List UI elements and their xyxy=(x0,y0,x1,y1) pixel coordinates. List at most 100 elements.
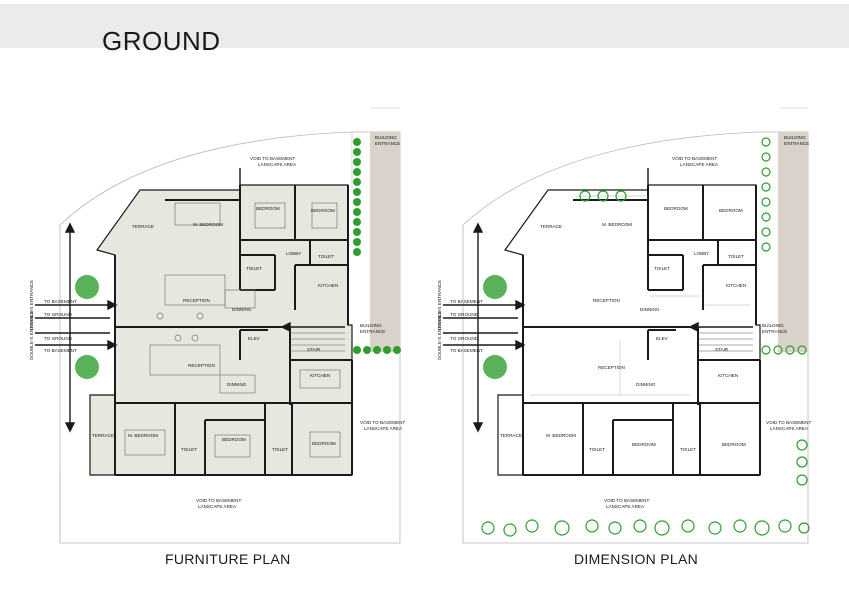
labels-right: VOID TO BASEMENT LANSCAPE AREA TERRACE M… xyxy=(437,135,811,509)
label-entrance-2: ENTRANCE xyxy=(360,329,385,334)
label-kitchen-1-r: KITCHEN xyxy=(726,283,746,288)
label-double-entrance-2-r: DOUBLE-S ENTRANCE xyxy=(437,310,442,360)
label-lobby-r: LOBBY xyxy=(694,251,709,256)
label-reception-2-r: RECEPTION xyxy=(598,365,625,370)
label-reception-2: RECEPTION xyxy=(188,363,215,368)
building-footprint-right xyxy=(497,184,761,476)
label-to-basement-2: TO BASEMENT xyxy=(44,348,77,353)
furniture-left xyxy=(124,202,341,458)
label-toilet-4-r: TOILET xyxy=(680,447,696,452)
hedge-left xyxy=(353,138,401,354)
tree-icon xyxy=(483,275,507,379)
label-bedroom-3: BEDROOM xyxy=(222,437,246,442)
page-title: GROUND xyxy=(102,26,221,56)
dimension-lines xyxy=(530,195,750,396)
label-m-bedroom-top: M. BEDROOM xyxy=(193,222,223,227)
label-landscape-side-r: LANSCAPE AREA xyxy=(770,426,809,431)
label-to-basement-1-r: TO BASEMENT xyxy=(450,299,483,304)
site-boundary xyxy=(59,131,401,544)
label-terrace-bottom-r: TERRACE xyxy=(500,433,522,438)
label-dinning-1: DINNING xyxy=(232,307,252,312)
label-dinning-1-r: DINNING xyxy=(640,307,660,312)
tree-row-bottom xyxy=(481,519,810,537)
label-double-entrance-2: DOUBLE-S ENTRANCE xyxy=(29,310,34,360)
label-double-entrance-1: DOUBLE-S ENTRANCE xyxy=(29,280,34,330)
label-m-bedroom-top-r: M. BEDROOM xyxy=(602,222,632,227)
label-bedroom-2: BEDROOM xyxy=(311,208,335,213)
label-bedroom-4-r: BEDROOM xyxy=(722,442,746,447)
label-reception-1: RECEPTION xyxy=(183,298,210,303)
label-elev: ELEV xyxy=(248,336,261,341)
furniture-plan: VOID TO BASEMENT LANSCAPE AREA TERRACE M… xyxy=(29,107,405,544)
label-reception-1-r: RECEPTION xyxy=(593,298,620,303)
label-to-ground-1-r: TO GROUND xyxy=(450,312,479,317)
label-m-bedroom-bottom-r: M. BEDROOM xyxy=(546,433,576,438)
label-m-bedroom-bottom: M. BEDROOM xyxy=(128,433,158,438)
label-building-2-r: BUILDING xyxy=(762,323,784,328)
title-bar: GROUND xyxy=(0,4,849,56)
walls-right xyxy=(522,185,761,476)
label-bedroom-4: BEDROOM xyxy=(312,441,336,446)
caption-furniture-plan: FURNITURE PLAN xyxy=(165,551,291,567)
label-bedroom-1: BEDROOM xyxy=(256,206,280,211)
label-bedroom-1-r: BEDROOM xyxy=(664,206,688,211)
label-lobby: LOBBY xyxy=(286,251,301,256)
label-kitchen-2: KITCHEN xyxy=(310,373,330,378)
label-to-ground-1: TO GROUND xyxy=(44,312,73,317)
label-void-side-r: VOID TO BASEMENT xyxy=(766,420,811,425)
stair-left xyxy=(290,332,345,352)
label-bedroom-2-r: BEDROOM xyxy=(719,208,743,213)
access-road-right xyxy=(778,132,808,352)
stair-right xyxy=(698,332,753,352)
label-landscape-bottom: LANSCAPE AREA xyxy=(198,504,237,509)
label-void-bottom-r: VOID TO BASEMENT xyxy=(604,498,649,503)
label-entrance-1-r: ENTRANCE xyxy=(784,141,809,146)
label-to-basement-2-r: TO BASEMENT xyxy=(450,348,483,353)
label-double-entrance-1-r: DOUBLE-S ENTRANCE xyxy=(437,280,442,330)
label-void-top-r: VOID TO BASEMENT xyxy=(672,156,717,161)
label-building-1: BUILDING xyxy=(375,135,397,140)
entrance-arrows-left xyxy=(35,168,345,433)
hedge-right xyxy=(579,137,808,486)
label-entrance-2-r: ENTRANCE xyxy=(762,329,787,334)
label-to-basement-1: TO BASEMENT xyxy=(44,299,77,304)
label-toilet-4: TOILET xyxy=(272,447,288,452)
label-toilet-1: TOILET xyxy=(318,254,334,259)
labels-left: VOID TO BASEMENT LANSCAPE AREA TERRACE M… xyxy=(29,135,405,509)
label-stair: STAIR xyxy=(307,347,321,352)
label-void-side: VOID TO BASEMENT xyxy=(360,420,405,425)
label-elev-r: ELEV xyxy=(656,336,669,341)
label-landscape-top: LANSCAPE AREA xyxy=(258,162,297,167)
building-footprint xyxy=(89,184,353,476)
caption-dimension-plan: DIMENSION PLAN xyxy=(574,551,698,567)
label-entrance-1: ENTRANCE xyxy=(375,141,400,146)
label-dinning-2: DINNING xyxy=(227,382,247,387)
label-void-top: VOID TO BASEMENT xyxy=(250,156,295,161)
label-toilet-1-r: TOILET xyxy=(728,254,744,259)
site-boundary-right xyxy=(462,131,809,544)
label-to-ground-2-r: TO GROUND xyxy=(450,336,479,341)
label-kitchen-1: KITCHEN xyxy=(318,283,338,288)
entrance-arrows-right xyxy=(443,168,753,433)
label-bedroom-3-r: BEDROOM xyxy=(632,442,656,447)
label-toilet-2-r: TOILET xyxy=(654,266,670,271)
label-toilet-3: TOILET xyxy=(181,447,197,452)
access-road xyxy=(370,132,400,352)
label-to-ground-2: TO GROUND xyxy=(44,336,73,341)
dimension-plan: VOID TO BASEMENT LANSCAPE AREA TERRACE M… xyxy=(437,107,811,544)
label-void-bottom: VOID TO BASEMENT xyxy=(196,498,241,503)
tree-icon xyxy=(75,275,99,379)
label-stair-r: STAIR xyxy=(715,347,729,352)
label-landscape-side: LANSCAPE AREA xyxy=(364,426,403,431)
label-landscape-bottom-r: LANSCAPE AREA xyxy=(606,504,645,509)
label-kitchen-2-r: KITCHEN xyxy=(718,373,738,378)
label-terrace-top: TERRACE xyxy=(132,224,154,229)
label-building-1-r: BUILDING xyxy=(784,135,806,140)
label-landscape-top-r: LANSCAPE AREA xyxy=(680,162,719,167)
label-dinning-2-r: DINNING xyxy=(636,382,656,387)
label-terrace-top-r: TERRACE xyxy=(540,224,562,229)
walls-left xyxy=(114,185,353,476)
label-terrace-bottom: TERRACE xyxy=(92,433,114,438)
label-building-2: BUILDING xyxy=(360,323,382,328)
